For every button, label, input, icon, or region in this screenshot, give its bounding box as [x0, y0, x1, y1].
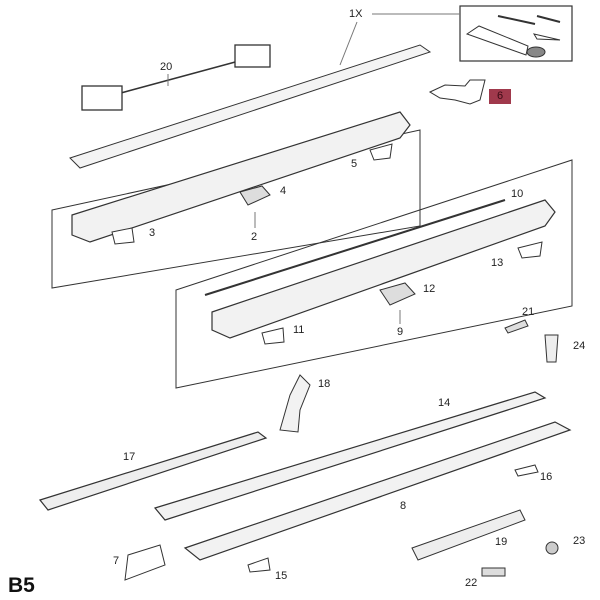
- part-3-clip: [111, 227, 135, 245]
- label-19: 19: [495, 536, 508, 548]
- diagram-code: B5: [8, 574, 35, 597]
- label-15: 15: [275, 570, 288, 582]
- label-17: 17: [123, 451, 136, 463]
- part-9-sill: [211, 199, 556, 339]
- part-18-molding: [279, 374, 311, 433]
- part-8-sill: [183, 421, 572, 561]
- label-23: 23: [573, 535, 586, 547]
- part-11-clip: [261, 327, 285, 345]
- label-7: 7: [113, 555, 120, 567]
- part-5-clip: [369, 143, 393, 161]
- part-6-bracket: [428, 79, 486, 105]
- label-12: 12: [423, 283, 436, 295]
- label-4: 4: [280, 185, 287, 197]
- part-23-nut: [545, 541, 559, 555]
- part-17-rail: [38, 431, 268, 511]
- part-2-sill: [71, 111, 411, 243]
- part-14-sill: [153, 391, 547, 521]
- assembly-box-lower: [175, 159, 573, 389]
- label-10: 10: [511, 188, 524, 200]
- label-24: 24: [573, 340, 586, 352]
- label-11: 11: [293, 324, 305, 336]
- part-16-clip: [514, 464, 539, 477]
- part-21-pin: [504, 319, 529, 334]
- part-19-bracket: [411, 509, 526, 561]
- part-10-strip: [204, 199, 506, 296]
- part-24-fastener: [544, 334, 559, 363]
- label-18: 18: [318, 378, 331, 390]
- label-21: 21: [522, 306, 535, 318]
- part-4-grommet: [239, 185, 271, 206]
- label-14: 14: [438, 397, 451, 409]
- label-1x: 1X: [349, 8, 363, 20]
- label-13: 13: [491, 257, 504, 269]
- label-5: 5: [351, 158, 358, 170]
- repair-kit-box: [459, 5, 573, 62]
- part-13-clip: [517, 241, 543, 259]
- part-22-screw: [481, 567, 506, 577]
- part-1x-rail: [69, 44, 432, 169]
- label-16: 16: [540, 471, 553, 483]
- label-8: 8: [400, 500, 407, 512]
- part-15-clip: [247, 557, 271, 573]
- label-9: 9: [397, 326, 404, 338]
- part-12-grommet: [379, 282, 416, 306]
- part-7-endcap: [124, 544, 166, 581]
- kit-tube: [465, 15, 561, 58]
- label-22: 22: [465, 577, 478, 589]
- label-2: 2: [251, 231, 258, 243]
- label-6-highlighted[interactable]: 6: [489, 89, 511, 104]
- label-20: 20: [160, 61, 173, 73]
- part-20-support: [81, 44, 271, 111]
- label-3: 3: [149, 227, 156, 239]
